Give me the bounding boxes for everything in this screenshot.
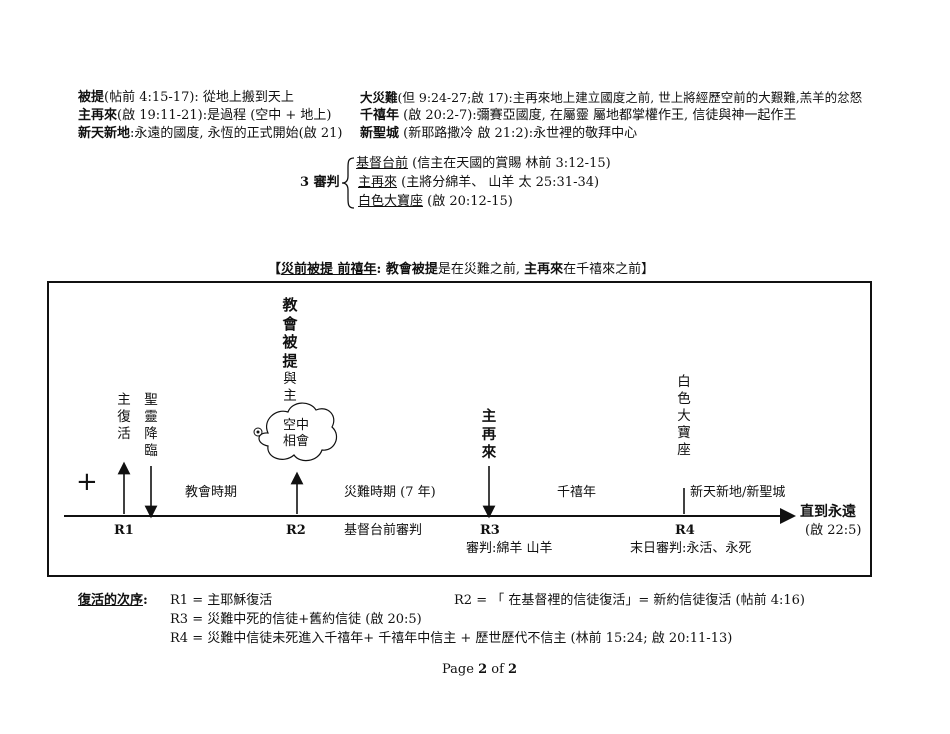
def-tribulation: 大災難(但 9:24-27;啟 17):主再來地上建立國度之前, 世上將經歷空前… — [360, 89, 862, 106]
def-rapture-term: 被提 — [78, 90, 105, 105]
title-pretrib: 災前被提 前禧年 — [281, 262, 377, 277]
judgment-item: 白色大寶座 (啟 20:12-15) — [358, 193, 513, 210]
label-church-rapture: 教會被提 — [282, 296, 298, 370]
def-rapture: 被提(帖前 4:15-17): 從地上搬到天上 — [78, 89, 294, 106]
period-millennium: 千禧年 — [557, 485, 597, 500]
def-new-earth-term: 新天新地 — [78, 126, 131, 141]
def-new-earth: 新天新地:永遠的國度, 永恆的正式開始(啟 21) — [78, 125, 342, 142]
page-total: 2 — [508, 662, 518, 677]
marker-r1: R1 — [114, 523, 134, 538]
marker-r2: R2 — [286, 523, 306, 538]
cloud-shape — [258, 402, 337, 462]
def-new-jerusalem-term: 新聖城 — [360, 126, 400, 141]
judgment-desc: (信主在天國的賞賜 林前 3:12-15) — [408, 156, 611, 171]
title-second-coming: 主再來 — [524, 262, 564, 277]
r4-judgment: 末日審判:永活、永死 — [630, 541, 752, 556]
diagram-title: 【災前被提 前禧年: 教會被提是在災難之前, 主再來在千禧來之前】 — [268, 261, 654, 278]
label-lord-resurrection: 主復活 — [117, 392, 131, 442]
judgment-desc: (啟 20:12-15) — [423, 194, 513, 209]
bema-judgment: 基督台前審判 — [344, 523, 423, 538]
def-second-coming-desc: (啟 19:11-21):是過程 (空中 + 地上) — [117, 108, 332, 123]
r3-judgment: 審判:綿羊 山羊 — [466, 541, 553, 556]
page-current: 2 — [478, 662, 488, 677]
def-second-coming: 主再來(啟 19:11-21):是過程 (空中 + 地上) — [78, 107, 332, 124]
def-new-earth-desc: :永遠的國度, 永恆的正式開始(啟 21) — [130, 126, 343, 141]
label-with-lord: 與主 — [283, 371, 297, 404]
order-heading-colon: : — [143, 593, 148, 608]
period-new-earth: 新天新地/新聖城 — [690, 485, 786, 500]
judgment-item: 基督台前 (信主在天國的賞賜 林前 3:12-15) — [356, 155, 611, 172]
judgment-term: 基督台前 — [356, 156, 409, 171]
cloud-text-line1: 空中 — [282, 418, 309, 433]
cross-icon: + — [76, 467, 98, 497]
def-millennium-desc: (啟 20:2-7):彌賽亞國度, 在屬靈 屬地都掌權作王, 信徒與神一起作王 — [399, 108, 797, 123]
judgment-desc: (主將分綿羊、 山羊 太 25:31-34) — [397, 175, 600, 190]
judgment-term: 主再來 — [358, 175, 398, 190]
judgment-item: 主再來 (主將分綿羊、 山羊 太 25:31-34) — [358, 174, 599, 191]
page-of: of — [487, 662, 509, 677]
def-millennium: 千禧年 (啟 20:2-7):彌賽亞國度, 在屬靈 屬地都掌權作王, 信徒與神一… — [360, 107, 796, 124]
def-tribulation-term: 大災難 — [360, 90, 398, 105]
title-rapture: : 教會被提 — [376, 262, 438, 277]
order-heading-text: 復活的次序 — [78, 593, 144, 608]
title-before-millennium: 在千禧來之前】 — [563, 262, 655, 277]
order-r4: R4 = 災難中信徒未死進入千禧年+ 千禧年中信主 + 歷世歷代不信主 (林前 … — [170, 631, 733, 646]
marker-r3: R3 — [480, 523, 500, 538]
cloud-curl-dot — [256, 430, 260, 434]
forever-ref: (啟 22:5) — [805, 523, 862, 538]
label-second-coming: 主再來 — [481, 408, 497, 461]
label-spirit-descends: 聖靈降臨 — [144, 392, 158, 459]
judgments-label: 3 審判 — [300, 175, 340, 190]
forever-label: 直到永遠 — [800, 504, 856, 520]
order-heading: 復活的次序: — [78, 592, 148, 609]
title-open: 【 — [268, 262, 282, 277]
period-tribulation: 災難時期 (7 年) — [344, 485, 436, 500]
def-second-coming-term: 主再來 — [78, 108, 118, 123]
order-r3: R3 = 災難中死的信徒+舊約信徒 (啟 20:5) — [170, 612, 422, 627]
page-number: Page 2 of 2 — [442, 661, 517, 678]
order-r1: R1 = 主耶穌復活 — [170, 593, 273, 608]
period-church: 教會時期 — [185, 485, 238, 500]
def-new-jerusalem: 新聖城 (新耶路撒冷 啟 21:2):永世裡的敬拜中心 — [360, 125, 637, 142]
judgments-brace — [341, 157, 355, 209]
def-tribulation-desc: (但 9:24-27;啟 17):主再來地上建立國度之前, 世上將經歷空前的大艱… — [397, 90, 863, 105]
def-new-jerusalem-desc: (新耶路撒冷 啟 21:2):永世裡的敬拜中心 — [399, 126, 638, 141]
order-r2: R2 = 「 在基督裡的信徒復活」= 新約信徒復活 (帖前 4:16) — [454, 593, 805, 608]
marker-r4: R4 — [675, 523, 695, 538]
cloud-text: 空中 相會 — [276, 418, 316, 450]
label-white-throne: 白色大寶座 — [677, 374, 691, 458]
def-millennium-term: 千禧年 — [360, 108, 400, 123]
cloud-curl — [253, 427, 263, 437]
page-prefix: Page — [442, 662, 479, 677]
cloud-text-line2: 相會 — [282, 434, 309, 449]
def-rapture-desc: (帖前 4:15-17): 從地上搬到天上 — [104, 90, 294, 105]
judgment-term: 白色大寶座 — [358, 194, 424, 209]
title-before-trib: 是在災難之前, — [437, 262, 525, 277]
timeline-frame — [47, 281, 872, 577]
